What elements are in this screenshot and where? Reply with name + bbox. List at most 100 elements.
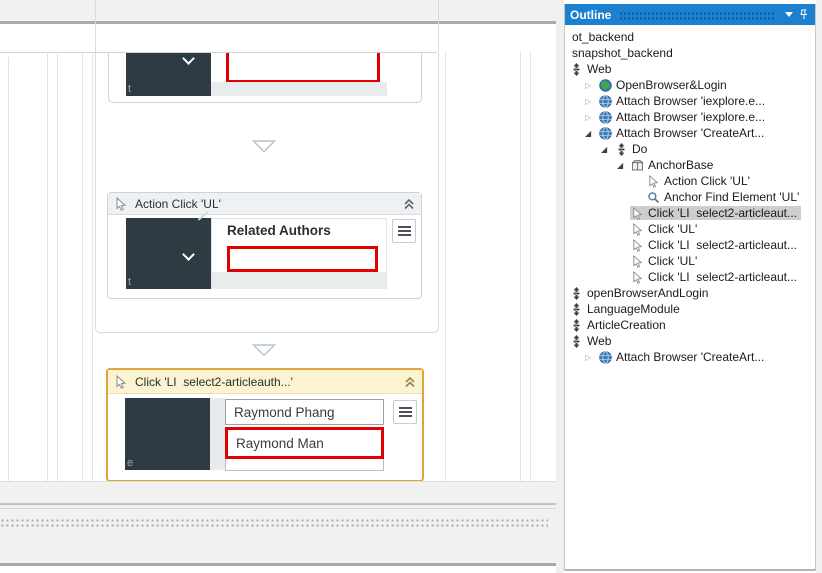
collapse-icon[interactable] [404, 376, 416, 388]
bottom-divider [0, 503, 556, 505]
tree-item-label: ot_backend [572, 30, 635, 44]
tree-item-label: Click 'UL' [648, 254, 698, 268]
panel-splitter[interactable] [556, 0, 564, 573]
tree-item-label: Attach Browser 'iexplore.e... [616, 110, 766, 124]
cursor-icon [631, 222, 646, 236]
tree-item-label: OpenBrowser&Login [616, 78, 727, 92]
sequence-icon [570, 334, 585, 348]
tree-item[interactable]: openBrowserAndLogin [566, 285, 814, 301]
tree-item[interactable]: Anchor Find Element 'UL' [566, 189, 814, 205]
thumbnail-letter: t [128, 83, 132, 95]
window-menu-chevron-icon[interactable] [782, 7, 796, 23]
tree-item[interactable]: ▷ Attach Browser 'iexplore.e... [566, 109, 814, 125]
screenshot-strip [210, 398, 225, 470]
container-edge [47, 52, 48, 481]
menu-button[interactable] [393, 400, 417, 424]
tree-item-label: LanguageModule [587, 302, 680, 316]
activity-card-action-click[interactable]: Action Click 'UL' t Related Authors [107, 192, 422, 299]
tree-expander[interactable]: ▷ [585, 352, 592, 362]
chevron-down-icon [182, 248, 195, 261]
tree-item[interactable]: ArticleCreation [566, 317, 814, 333]
tree-item[interactable]: ▷ OpenBrowser&Login [566, 77, 814, 93]
tree-item[interactable]: LanguageModule [566, 301, 814, 317]
dropdown-list-tail [225, 459, 384, 471]
flow-connector-arrow [252, 344, 276, 357]
tree-expander[interactable]: ◢ [585, 128, 592, 138]
container-edge [520, 52, 521, 481]
activity-title: Click 'LI select2-articleauth...' [135, 374, 293, 389]
flow-connector-arrow [252, 140, 276, 153]
tree-item[interactable]: ▷ Attach Browser 'CreateArt... [566, 349, 814, 365]
thumbnail-letter: t [128, 276, 132, 288]
cursor-icon [631, 270, 646, 284]
globe-icon [599, 350, 614, 364]
canvas-top-toolbar-edge [0, 0, 556, 24]
thumbnail-letter: e [127, 457, 134, 469]
window-right-margin [816, 0, 822, 573]
cursor-icon [647, 174, 662, 188]
sequence-icon [570, 318, 585, 332]
tree-item[interactable]: Web [566, 61, 814, 77]
cursor-icon [114, 374, 129, 389]
tree-item-label: Web [587, 62, 612, 76]
dropdown-option: Raymond Phang [225, 399, 384, 425]
tree-expander[interactable]: ▷ [585, 112, 592, 122]
globe-icon [599, 94, 614, 108]
tree-item-label: Click 'LI select2-articleaut... [648, 206, 798, 220]
container-edge [530, 52, 531, 481]
tree-item-label: snapshot_backend [572, 46, 673, 60]
target-element-highlight [227, 246, 378, 272]
sequence-icon [570, 302, 585, 316]
activity-card-partial[interactable]: t [108, 52, 422, 103]
container-edge [92, 52, 93, 481]
cursor-icon [631, 238, 646, 252]
tree-item[interactable]: Click 'LI select2-articleaut... [566, 237, 814, 253]
dotted-texture-band [0, 518, 548, 529]
screenshot-heading: Related Authors [227, 223, 331, 238]
collapse-icon[interactable] [403, 198, 415, 210]
tree-expander[interactable]: ◢ [617, 160, 624, 170]
container-edge [8, 57, 9, 481]
tree-item-label: Anchor Find Element 'UL' [664, 190, 800, 204]
tree-expander[interactable]: ▷ [585, 96, 592, 106]
tree-item[interactable]: ot_backend [566, 29, 814, 45]
tree-item[interactable]: ▷ Attach Browser 'iexplore.e... [566, 93, 814, 109]
tree-item-label: Attach Browser 'iexplore.e... [616, 94, 766, 108]
outline-panel-titlebar[interactable]: Outline [565, 4, 815, 25]
tree-item[interactable]: Click 'UL' [566, 221, 814, 237]
tree-item-label: ArticleCreation [587, 318, 666, 332]
pin-icon[interactable] [796, 7, 810, 23]
titlebar-drag-texture[interactable] [619, 11, 776, 20]
tree-item-label: Click 'LI select2-articleaut... [648, 270, 798, 284]
sequence-icon [570, 286, 585, 300]
magnifier-icon [647, 191, 662, 204]
menu-button[interactable] [392, 219, 416, 243]
tree-item-label: AnchorBase [648, 158, 714, 172]
sequence-icon [570, 62, 585, 76]
tree-item[interactable]: ◢ Do [566, 141, 814, 157]
activity-title: Action Click 'UL' [135, 196, 221, 211]
activity-card-header[interactable]: Click 'LI select2-articleauth...' [108, 370, 422, 394]
tree-item[interactable]: Web [566, 333, 814, 349]
tree-item-label: openBrowserAndLogin [587, 286, 709, 300]
outline-panel: Outline ot_backend snapshot_backend [564, 4, 816, 571]
sequence-icon [615, 142, 630, 156]
tree-item-label: Attach Browser 'CreateArt... [616, 350, 765, 364]
chevron-down-icon [182, 53, 195, 65]
panel-title: Outline [570, 7, 612, 22]
tree-expander[interactable]: ◢ [601, 144, 608, 154]
tree-item-label: Attach Browser 'CreateArt... [616, 126, 765, 140]
container-edge [57, 52, 58, 481]
tree-item[interactable]: ◢ Attach Browser 'CreateArt... [566, 125, 814, 141]
tree-item[interactable]: snapshot_backend [566, 45, 814, 61]
tree-item[interactable]: Action Click 'UL' [566, 173, 814, 189]
tree-item[interactable]: ◢ AnchorBase [566, 157, 814, 173]
activity-card-click-li-selected[interactable]: Click 'LI select2-articleauth...' e Raym… [106, 368, 424, 482]
tree-item[interactable]: Click 'LI select2-articleaut... [566, 205, 814, 221]
globe-icon [599, 110, 614, 124]
tree-expander[interactable]: ▷ [585, 80, 592, 90]
activity-card-header[interactable]: Action Click 'UL' [108, 193, 421, 215]
tree-item[interactable]: Click 'LI select2-articleaut... [566, 269, 814, 285]
tree-item[interactable]: Click 'UL' [566, 253, 814, 269]
